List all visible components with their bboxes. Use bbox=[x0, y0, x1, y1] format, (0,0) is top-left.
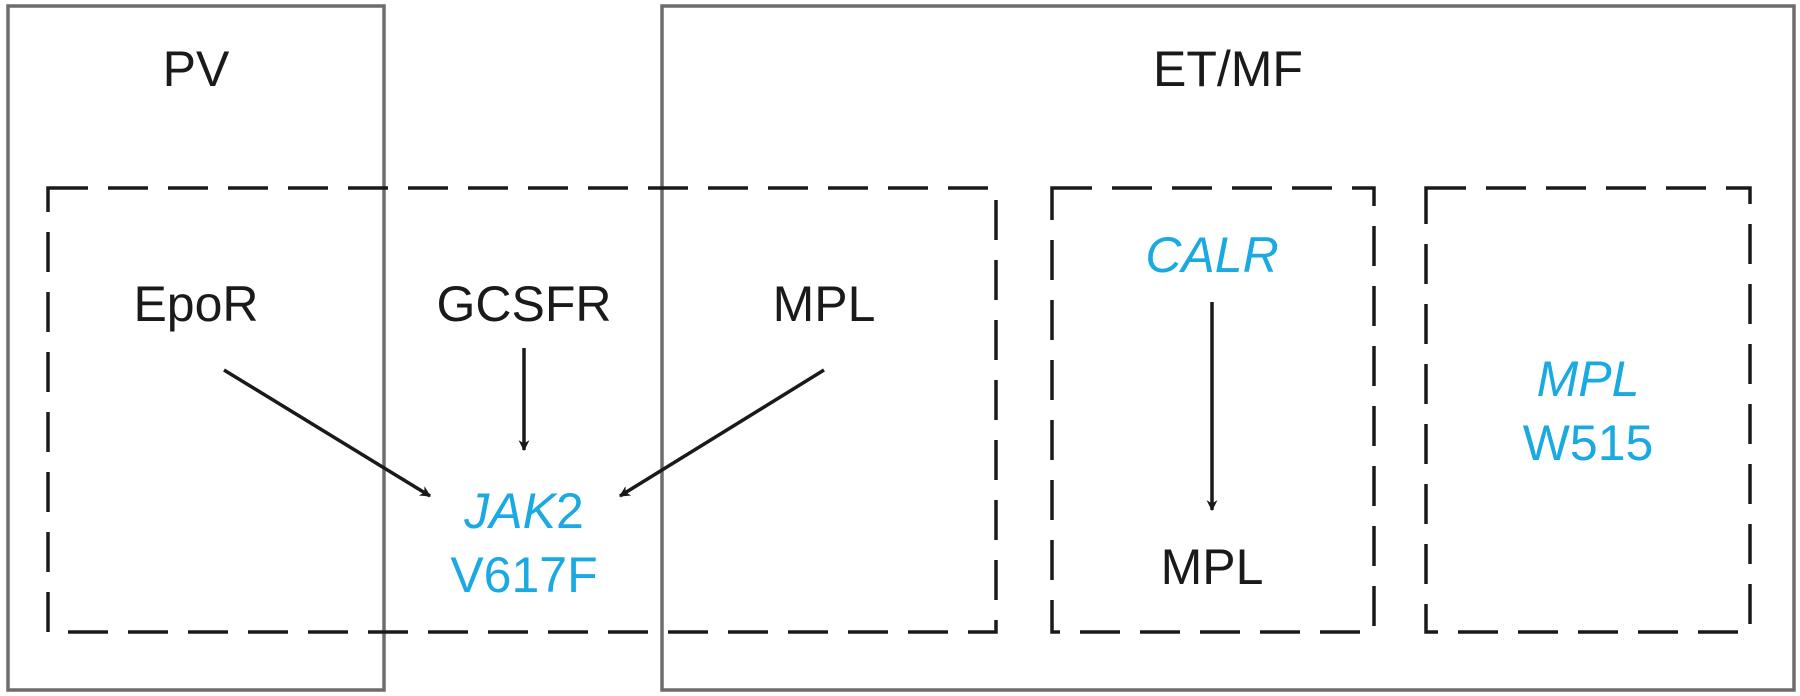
pv-title: PV bbox=[163, 41, 230, 97]
et-mf-group-box bbox=[660, 4, 1796, 692]
epor-label: EpoR bbox=[133, 276, 258, 332]
gcsfr-label: GCSFR bbox=[437, 276, 612, 332]
pv-group-box bbox=[6, 4, 386, 692]
mpl-mutation-variant-label: W515 bbox=[1523, 415, 1654, 471]
epor-to-jak2-arrow bbox=[223, 368, 431, 498]
et-mf-title: ET/MF bbox=[1153, 41, 1303, 97]
mpl-to-jak2-arrow bbox=[619, 368, 825, 498]
jak2-dashed-box bbox=[46, 186, 998, 634]
calr-dashed-box bbox=[1050, 186, 1376, 634]
mpl-mutation-gene-label: MPL bbox=[1537, 351, 1640, 407]
jak2-gene-label: JAK2 bbox=[463, 483, 584, 539]
jak2-variant-label: V617F bbox=[450, 547, 597, 603]
calr-gene-label: CALR bbox=[1145, 227, 1278, 283]
mpl-receptor-label: MPL bbox=[773, 276, 876, 332]
mpl-mutation-dashed-box bbox=[1424, 186, 1752, 634]
calr-target-mpl-label: MPL bbox=[1161, 539, 1264, 595]
